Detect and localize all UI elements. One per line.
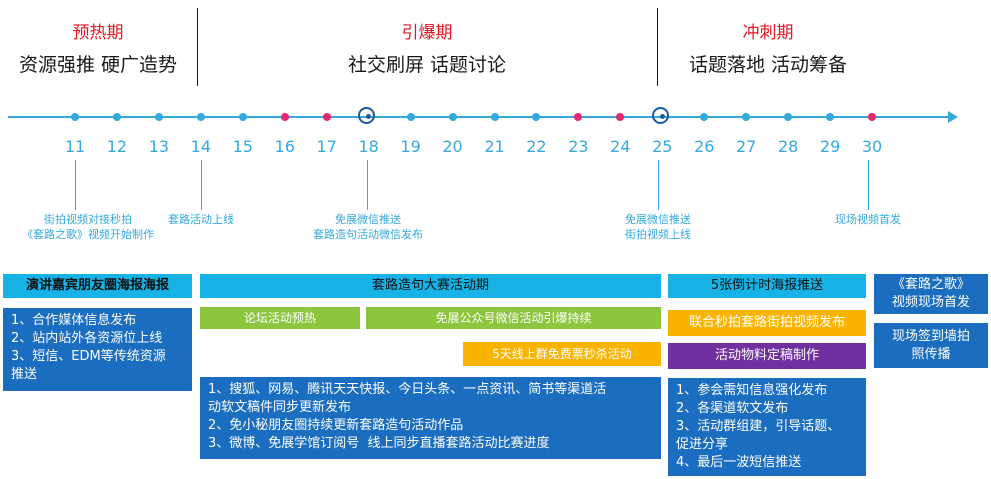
leader-line: [868, 160, 869, 210]
day-label: 26: [694, 137, 715, 156]
annotation-line: 套路造句活动微信发布: [313, 228, 423, 241]
day-label: 11: [64, 137, 86, 156]
day-label: 16: [274, 137, 295, 156]
day-label: 13: [148, 137, 170, 156]
bar-tickets: 5天线上群免费票秒杀活动: [463, 342, 661, 366]
list-item: 4、最后一波短信推送: [676, 455, 802, 470]
phase-divider-1: [197, 8, 198, 86]
day-label: 19: [400, 137, 421, 156]
timeline-dot: [616, 113, 625, 121]
list-item: 2、免小秘朋友圈持续更新套路造句活动作品: [208, 418, 464, 433]
list-preheat: 1、合作媒体信息发布 2、站内站外各资源位上线 3、短信、EDM等传统资源 推送: [3, 308, 192, 391]
phase-title-ignite: 引爆期: [401, 23, 453, 43]
annotation-day-11: 街拍视频对接秒拍 《套路之歌》视频开始制作: [0, 212, 176, 242]
day-label: 22: [526, 137, 547, 156]
annotation-line: 街拍视频上线: [625, 228, 691, 241]
day-label: 14: [190, 137, 212, 156]
list-sprint: 1、参会需知信息强化发布 2、各渠道软文发布 3、活动群组建，引导话题、 促进分…: [668, 378, 866, 476]
day-label: 21: [484, 137, 505, 156]
day-label: 20: [442, 137, 463, 156]
header-preheat: 演讲嘉宾朋友圈海报海报: [3, 274, 192, 298]
timeline-arrow-icon: [948, 111, 958, 123]
bar-checkin: 现场签到墙拍 照传播: [874, 323, 988, 368]
header-contest: 套路造句大赛活动期: [200, 274, 661, 298]
milestone-ring-icon: [651, 107, 669, 124]
list-item: 2、各渠道软文发布: [676, 401, 789, 416]
bar-forum: 论坛活动预热: [200, 307, 360, 329]
timeline-dot: [742, 113, 751, 121]
bar-materials: 活动物料定稿制作: [668, 343, 866, 369]
timeline-dot: [490, 113, 499, 121]
day-label: 15: [232, 137, 253, 156]
leader-line: [658, 160, 659, 210]
timeline-dot: [784, 113, 793, 121]
timeline-dot: [826, 113, 835, 121]
day-label: 28: [777, 137, 799, 156]
milestone-ring-icon: [358, 107, 376, 124]
day-label: 23: [568, 137, 589, 156]
annotation-day-14: 套路活动上线: [140, 212, 262, 227]
annotation-day-25: 免展微信推送 街拍视频上线: [600, 212, 716, 242]
timeline-dot: [196, 113, 205, 121]
timeline-dot: [322, 113, 331, 121]
annotation-line: 街拍视频对接秒拍: [44, 213, 132, 226]
list-item: 3、短信、EDM等传统资源 推送: [11, 349, 166, 382]
bar-checkin-line: 现场签到墙拍: [891, 328, 970, 344]
timeline-dot: [280, 113, 289, 121]
day-label: 29: [819, 137, 841, 156]
phase-subtitle-sprint: 话题落地 活动筹备: [688, 54, 848, 76]
list-contest: 1、搜狐、网易、腾讯天天快报、今日头条、一点资讯、简书等渠道活 动软文稿件同步更…: [200, 377, 661, 459]
annotation-line: 免展微信推送: [625, 213, 691, 226]
phase-title-preheat: 预热期: [72, 23, 124, 43]
bar-wechat: 免展公众号微信活动引爆持续: [366, 307, 661, 329]
list-item: 1、合作媒体信息发布: [11, 313, 137, 328]
milestone-center-dot: [659, 114, 665, 119]
list-item: 1、搜狐、网易、腾讯天天快报、今日头条、一点资讯、简书等渠道活 动软文稿件同步更…: [208, 382, 607, 415]
annotation-day-30: 现场视频首发: [808, 212, 928, 227]
annotation-line: 免展微信推送: [335, 213, 401, 226]
timeline-dot: [868, 113, 877, 121]
leader-line: [367, 160, 368, 210]
phase-title-sprint: 冲刺期: [742, 23, 794, 43]
day-label: 12: [106, 137, 128, 156]
bar-street: 联合秒拍套路街拍视频发布: [668, 310, 866, 336]
phase-subtitle-ignite: 社交刷屏 话题讨论: [347, 54, 507, 76]
day-label: 24: [610, 137, 631, 156]
day-label: 25: [652, 137, 673, 156]
day-label: 18: [358, 137, 379, 156]
timeline-dot: [406, 113, 415, 121]
header-song-line: 《套路之歌》: [891, 277, 970, 292]
header-song-line: 视频现场首发: [891, 295, 970, 310]
day-label: 27: [736, 137, 757, 156]
timeline-dot: [112, 113, 121, 121]
timeline-dot: [238, 113, 247, 121]
list-item: 3、活动群组建，引导话题、 促进分享: [676, 419, 841, 452]
timeline-dot: [532, 113, 541, 121]
timeline-dot: [154, 113, 163, 121]
list-item: 2、站内站外各资源位上线: [11, 331, 163, 346]
annotation-line: 《套路之歌》视频开始制作: [22, 228, 154, 241]
annotation-line: 现场视频首发: [835, 213, 901, 226]
day-label: 17: [316, 137, 337, 156]
phase-subtitle-preheat: 资源强推 硬广造势: [18, 54, 178, 76]
bar-checkin-line: 照传播: [911, 346, 951, 362]
header-countdown: 5张倒计时海报推送: [668, 274, 866, 298]
list-item: 1、参会需知信息强化发布: [676, 383, 828, 398]
annotation-line: 套路活动上线: [168, 213, 234, 226]
phase-divider-2: [657, 8, 658, 86]
milestone-center-dot: [366, 114, 372, 119]
timeline-dot: [574, 113, 583, 121]
header-song: 《套路之歌》 视频现场首发: [874, 274, 988, 314]
timeline-dot: [448, 113, 457, 121]
annotation-day-18: 免展微信推送 套路造句活动微信发布: [290, 212, 446, 242]
timeline-dot: [71, 113, 79, 121]
timeline-dot: [700, 113, 709, 121]
list-item: 3、微博、免展学馆订阅号 线上同步直播套路活动比赛进度: [208, 436, 550, 451]
timeline-axis: [8, 116, 950, 118]
day-label: 30: [861, 137, 883, 156]
leader-line: [75, 160, 76, 210]
leader-line: [201, 160, 202, 210]
